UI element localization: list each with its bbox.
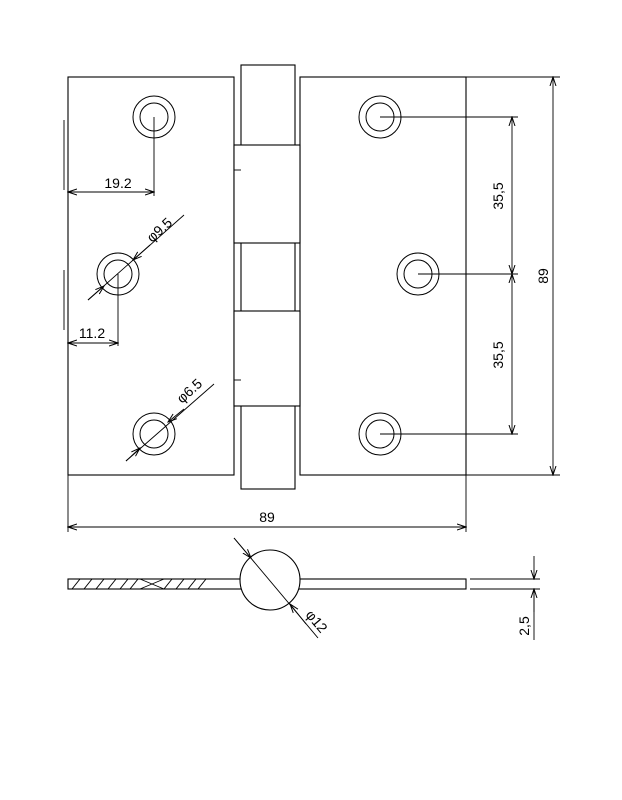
dim-label-89-width: 89 (259, 509, 275, 525)
dim-label-35-5-lower: 35,5 (490, 341, 506, 368)
dim-label-11-2: 11.2 (79, 325, 105, 341)
dim-label-89-height: 89 (535, 268, 551, 284)
dim-label-phi-12: φ12 (303, 607, 331, 636)
dim-overall-width: 89 (68, 475, 466, 532)
right-leaf (299, 76, 467, 476)
hinge-front-view (63, 64, 467, 490)
knuckle-circle (239, 549, 301, 611)
dim-label-19-2: 19.2 (104, 175, 131, 191)
dim-label-2-5: 2,5 (516, 616, 532, 636)
dim-hole-edge-offset: 19.2 (68, 117, 154, 196)
left-leaf (67, 76, 235, 476)
left-hole-bottom (132, 412, 176, 456)
dim-countersink-edge-offset: 11.2 (68, 274, 118, 346)
section-hatch (71, 578, 207, 590)
hinge-side-view (67, 549, 540, 611)
dim-hole-spacing: 35,5 35,5 (380, 117, 518, 434)
dim-leaf-thickness: 2,5 (516, 556, 534, 640)
hinge-knuckles (233, 64, 301, 490)
dim-overall-height: 89 (466, 77, 560, 475)
dim-label-35-5-upper: 35,5 (490, 182, 506, 209)
